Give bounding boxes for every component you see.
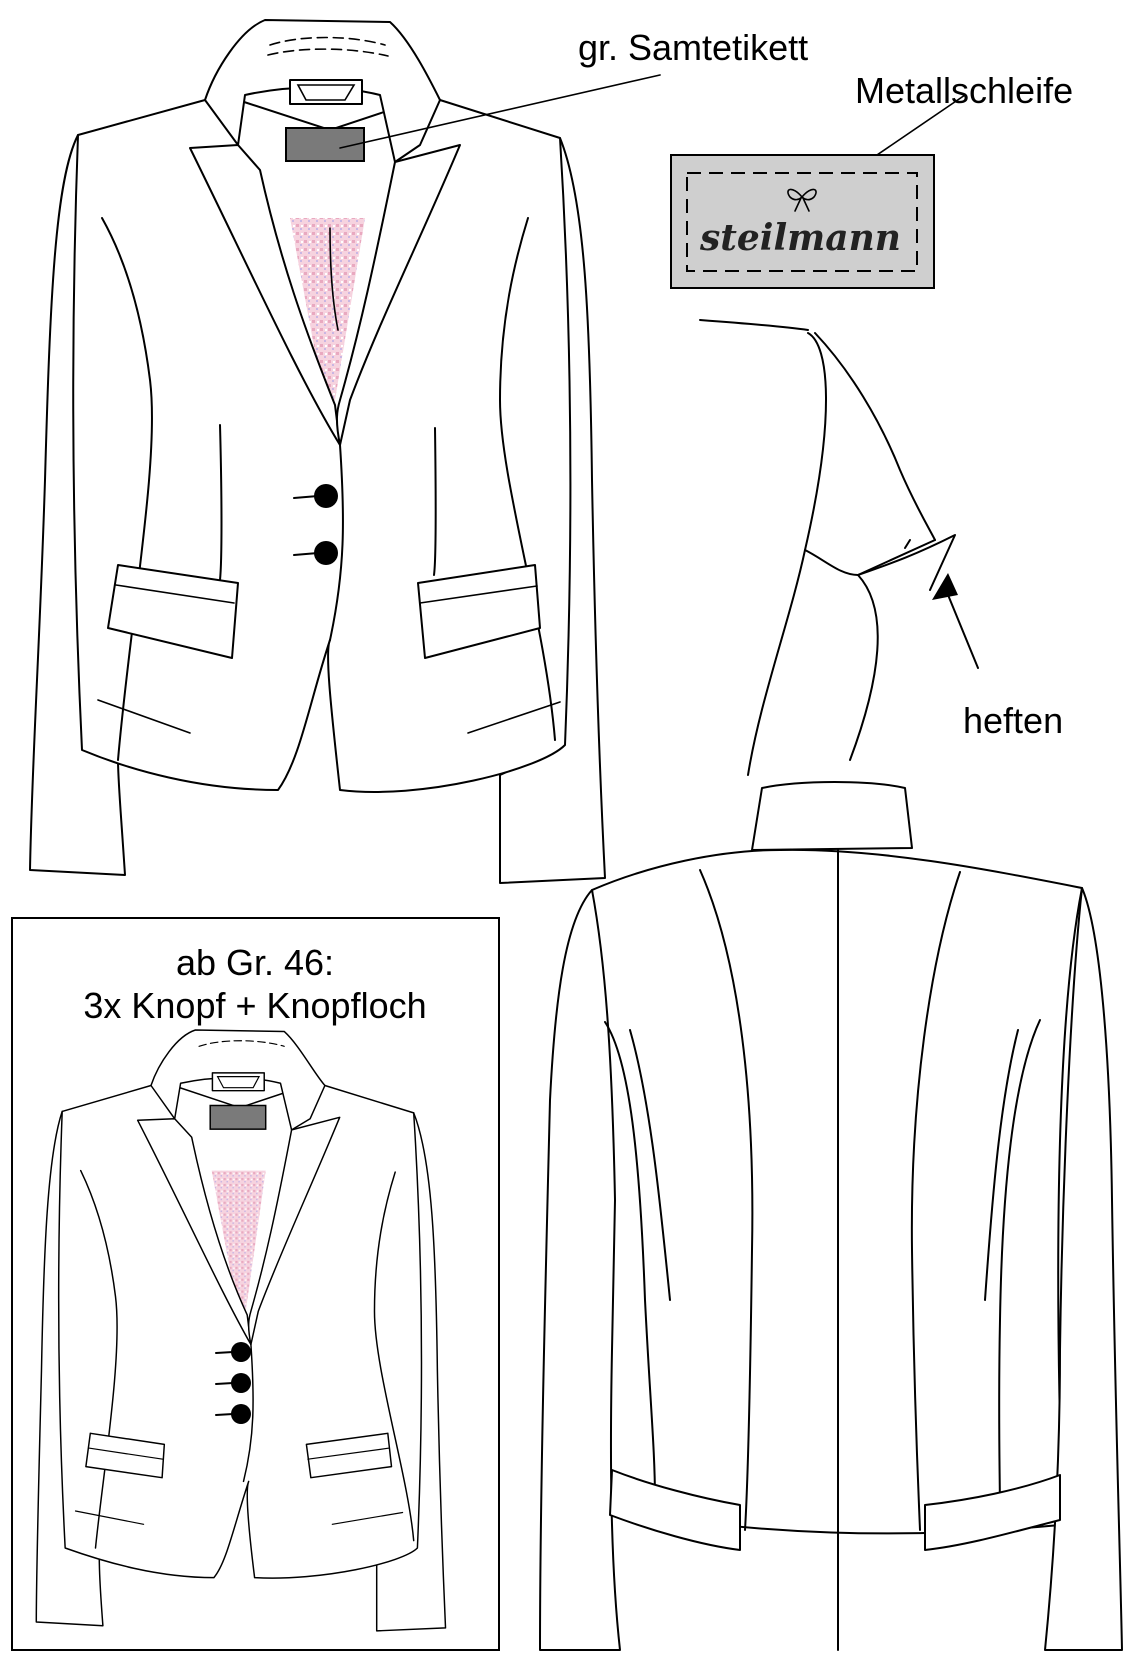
right-lapel xyxy=(336,144,461,446)
variant-button-3 xyxy=(231,1404,251,1424)
variant-jacket xyxy=(35,1029,447,1632)
variant-button-1 xyxy=(231,1342,251,1362)
brand-name: steilmann xyxy=(699,217,901,259)
velvet-label-patch xyxy=(285,127,365,162)
metal-bow-callout: Metallschleife xyxy=(855,70,1073,111)
variant-line-1: ab Gr. 46: xyxy=(176,942,334,983)
brand-label: steilmann xyxy=(670,154,935,289)
right-sleeve xyxy=(498,137,606,884)
variant-button-2 xyxy=(231,1373,251,1393)
velvet-label-callout: gr. Samtetikett xyxy=(578,27,808,68)
back-jacket xyxy=(539,781,1123,1651)
back-left-sleeve xyxy=(539,889,621,1651)
lining-area xyxy=(290,218,365,405)
shoulder-detail xyxy=(699,319,979,776)
variant-line-2: 3x Knopf + Knopfloch xyxy=(83,985,426,1026)
front-jacket xyxy=(29,19,606,884)
variant-box: ab Gr. 46: 3x Knopf + Knopfloch xyxy=(11,917,500,1651)
front-body xyxy=(72,99,572,793)
bow-icon xyxy=(787,188,817,212)
baste-callout: heften xyxy=(963,700,1063,741)
front-button-1 xyxy=(314,484,338,508)
back-right-sleeve xyxy=(1044,887,1123,1651)
right-pocket-flap xyxy=(417,564,541,659)
back-collar xyxy=(751,781,913,851)
front-button-2 xyxy=(314,541,338,565)
brand-label-plate xyxy=(670,154,935,289)
